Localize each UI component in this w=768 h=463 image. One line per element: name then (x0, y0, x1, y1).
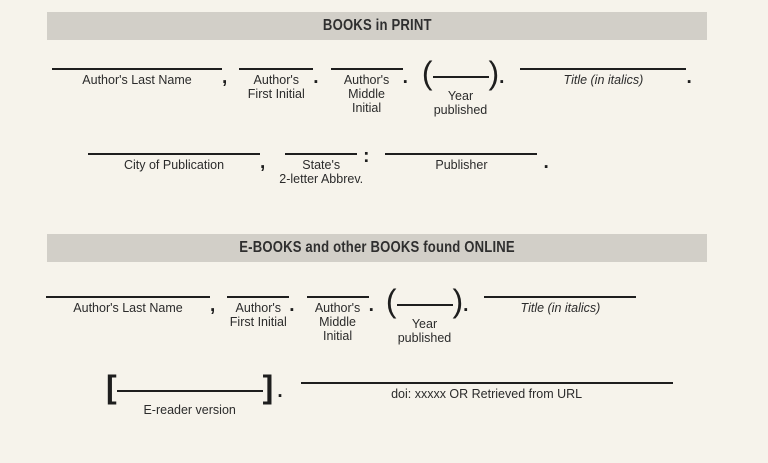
field-caption: Year published (433, 89, 488, 117)
section-header-books-in-print: BOOKS in PRINT (47, 12, 707, 40)
blank-rule[interactable] (88, 153, 260, 155)
field-city-of-publication: City of Publication , (88, 153, 265, 172)
field-caption: State's 2-letter Abbrev. (279, 158, 364, 186)
print-line-1: Author's Last Name , Author's First Init… (52, 57, 692, 117)
blank-rule[interactable] (306, 296, 369, 298)
field-caption: Author's Middle Initial (343, 73, 390, 115)
blank-rule[interactable] (239, 68, 314, 70)
blank-rule[interactable] (227, 296, 290, 298)
field-caption: Title (in italics) (520, 301, 601, 315)
blank-rule[interactable] (285, 153, 358, 155)
punctuation-period: . (543, 152, 549, 173)
right-parenthesis: ) (488, 55, 500, 91)
field-title: Title (in italics) (484, 296, 637, 315)
online-line-1: Author's Last Name , Author's First Init… (46, 285, 637, 345)
field-publisher: Publisher . (385, 152, 549, 173)
punctuation-comma: , (210, 295, 216, 316)
punctuation-period: . (499, 67, 505, 88)
blank-rule[interactable] (46, 296, 210, 298)
blank-rule[interactable] (520, 68, 687, 70)
field-caption: Author's Last Name (73, 301, 183, 315)
field-caption: Author's First Initial (229, 301, 287, 329)
left-parenthesis: ( (421, 55, 433, 91)
punctuation-comma: , (260, 152, 266, 173)
section-header-title: BOOKS in PRINT (322, 17, 432, 34)
punctuation-period: . (402, 67, 408, 88)
field-caption: Author's First Initial (247, 73, 305, 101)
online-line-2: [ ] E-reader version . doi: xxxxx OR Ret… (106, 371, 673, 417)
field-caption: Year published (397, 317, 452, 345)
punctuation-colon: : (363, 146, 370, 167)
field-author-last-name: Author's Last Name , (52, 68, 227, 87)
blank-rule[interactable] (52, 68, 222, 70)
blank-rule[interactable] (484, 296, 637, 298)
field-year-published: ( ) Year published . (386, 285, 469, 345)
section-header-e-books-online: E-BOOKS and other BOOKS found ONLINE (47, 234, 707, 262)
blank-rule[interactable] (432, 76, 489, 78)
field-caption: Publisher (435, 158, 488, 172)
blank-rule[interactable] (116, 390, 263, 392)
field-author-last-name: Author's Last Name , (46, 296, 215, 315)
left-parenthesis: ( (385, 283, 397, 319)
print-line-2: City of Publication , State's 2-letter A… (88, 147, 549, 186)
blank-rule[interactable] (300, 382, 673, 384)
punctuation-period: . (368, 295, 374, 316)
punctuation-period: . (313, 67, 319, 88)
field-title: Title (in italics) . (520, 67, 692, 88)
blank-rule[interactable] (385, 153, 538, 155)
field-caption: doi: xxxxx OR Retrieved from URL (391, 387, 583, 401)
blank-rule[interactable] (396, 304, 453, 306)
field-e-reader-version: [ ] E-reader version . (106, 371, 283, 417)
field-author-first-initial: Author's First Initial . (239, 67, 319, 101)
right-bracket: ] (262, 369, 274, 405)
field-doi-or-url: doi: xxxxx OR Retrieved from URL (300, 382, 673, 401)
field-caption: City of Publication (123, 158, 225, 172)
field-author-middle-initial: Author's Middle Initial . (330, 67, 408, 115)
field-caption: Author's Last Name (82, 73, 192, 87)
punctuation-period: . (686, 67, 692, 88)
field-author-first-initial: Author's First Initial . (227, 295, 295, 329)
field-caption: Title (in italics) (563, 73, 644, 87)
field-caption: Author's Middle Initial (314, 301, 361, 343)
punctuation-period: . (463, 295, 469, 316)
field-caption: E-reader version (143, 403, 236, 417)
field-state-abbreviation: State's 2-letter Abbrev. : (279, 147, 369, 186)
punctuation-comma: , (222, 67, 228, 88)
field-author-middle-initial: Author's Middle Initial . (306, 295, 374, 343)
field-year-published: ( ) Year published . (422, 57, 505, 117)
blank-rule[interactable] (330, 68, 403, 70)
left-bracket: [ (106, 369, 117, 405)
punctuation-period: . (289, 295, 295, 316)
section-header-title: E-BOOKS and other BOOKS found ONLINE (239, 239, 515, 256)
right-parenthesis: ) (452, 283, 464, 319)
punctuation-period: . (277, 381, 283, 402)
